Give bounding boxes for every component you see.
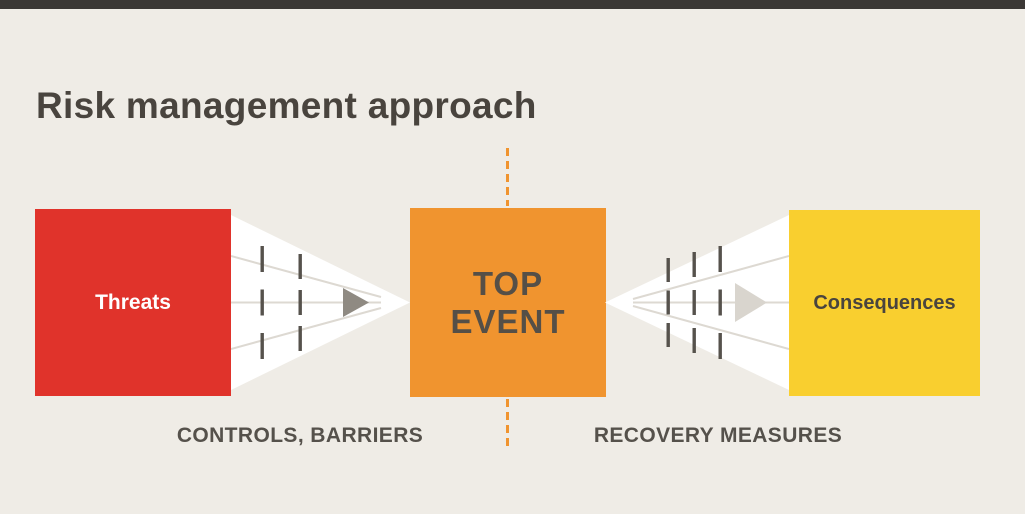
top-event-label-line2: EVENT <box>450 302 566 340</box>
arrowhead-icon <box>735 283 767 322</box>
controls-barriers-arrow-icon <box>231 215 410 390</box>
center-dashed-line-bottom <box>506 399 509 447</box>
consequences-box: Consequences <box>789 210 980 396</box>
recovery-measures-caption: RECOVERY MEASURES <box>593 424 843 447</box>
threats-label: Threats <box>95 290 171 314</box>
page-title: Risk management approach <box>36 84 537 126</box>
center-dashed-line-top <box>506 148 509 206</box>
barrier-bars <box>260 246 302 359</box>
recovery-measures-arrow-icon <box>605 215 789 390</box>
top-event-label-line1: TOP <box>472 264 544 302</box>
threats-box: Threats <box>35 209 231 396</box>
top-event-box: TOP EVENT <box>410 208 606 397</box>
controls-barriers-caption: CONTROLS, BARRIERS <box>176 424 424 447</box>
arrowhead-icon <box>343 288 369 317</box>
barrier-bars <box>666 246 722 359</box>
top-border-bar <box>0 0 1025 9</box>
consequences-label: Consequences <box>813 291 956 314</box>
